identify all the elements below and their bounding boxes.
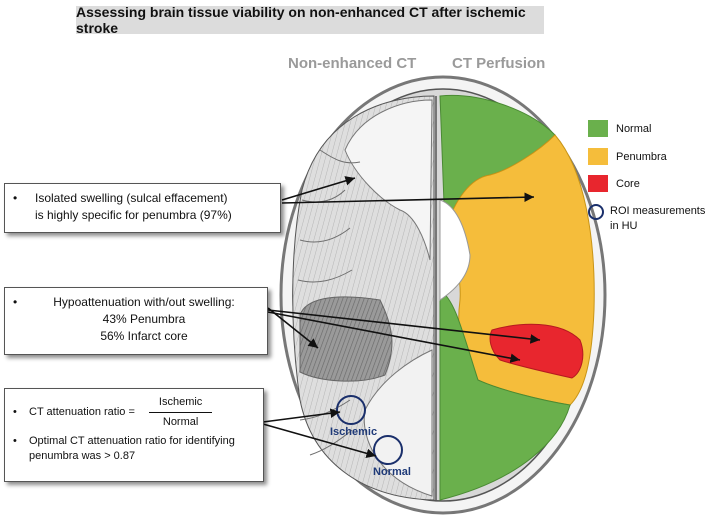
normal-swatch bbox=[588, 120, 608, 137]
ratio-fraction: Ischemic Normal bbox=[148, 395, 213, 430]
ratio-numerator: Ischemic bbox=[148, 395, 213, 413]
legend-normal-label: Normal bbox=[616, 122, 652, 135]
legend-core-label: Core bbox=[616, 177, 640, 190]
right-ventricle bbox=[439, 199, 471, 301]
left-white-matter bbox=[344, 99, 433, 261]
roi-normal-label: Normal bbox=[373, 466, 411, 478]
swelling-box: • Isolated swelling (sulcal effacement) … bbox=[4, 183, 281, 233]
bullet: • bbox=[13, 406, 17, 418]
legend-penumbra: Penumbra bbox=[588, 148, 667, 165]
legend-core: Core bbox=[588, 175, 640, 192]
attenuation-ratio-box: • CT attenuation ratio = Ischemic Normal… bbox=[4, 388, 264, 482]
core-swatch bbox=[588, 175, 608, 192]
column-header-non-enhanced-ct: Non-enhanced CT bbox=[288, 55, 417, 72]
roi-circle-icon bbox=[588, 204, 604, 220]
bullet: • bbox=[13, 295, 18, 309]
figure-title: Assessing brain tissue viability on non-… bbox=[76, 4, 544, 36]
hypoattenuation-region bbox=[299, 296, 393, 382]
hypo-line1: Hypoattenuation with/out swelling: bbox=[53, 295, 235, 309]
swelling-line2: is highly specific for penumbra (97%) bbox=[35, 208, 232, 222]
penumbra-swatch bbox=[588, 148, 608, 165]
right-hemisphere-normal-lower bbox=[439, 289, 571, 501]
roi-ischemic-label: Ischemic bbox=[330, 426, 378, 438]
annotation-arrows bbox=[262, 176, 541, 459]
column-header-ct-perfusion: CT Perfusion bbox=[452, 55, 546, 72]
legend-penumbra-label: Penumbra bbox=[616, 150, 667, 163]
swelling-line1: Isolated swelling (sulcal effacement) bbox=[35, 191, 228, 205]
optimal-line2: penumbra was > 0.87 bbox=[29, 450, 136, 462]
bullet: • bbox=[13, 435, 17, 447]
hypo-line3: 56% Infarct core bbox=[100, 329, 188, 343]
legend-roi-line1: ROI measurements bbox=[610, 205, 706, 217]
legend-normal: Normal bbox=[588, 120, 651, 137]
bullet: • bbox=[13, 191, 18, 205]
legend-roi-line2: in HU bbox=[610, 220, 638, 232]
legend-roi: ROI measurements in HU bbox=[588, 204, 705, 234]
hypoattenuation-box: • Hypoattenuation with/out swelling: 43%… bbox=[4, 287, 268, 355]
hypo-line2: 43% Penumbra bbox=[102, 312, 186, 326]
optimal-line1: Optimal CT attenuation ratio for identif… bbox=[29, 435, 235, 447]
ratio-label: CT attenuation ratio = bbox=[29, 406, 135, 418]
legend-roi-text: ROI measurements in HU bbox=[610, 204, 705, 234]
ratio-denominator: Normal bbox=[162, 416, 199, 428]
